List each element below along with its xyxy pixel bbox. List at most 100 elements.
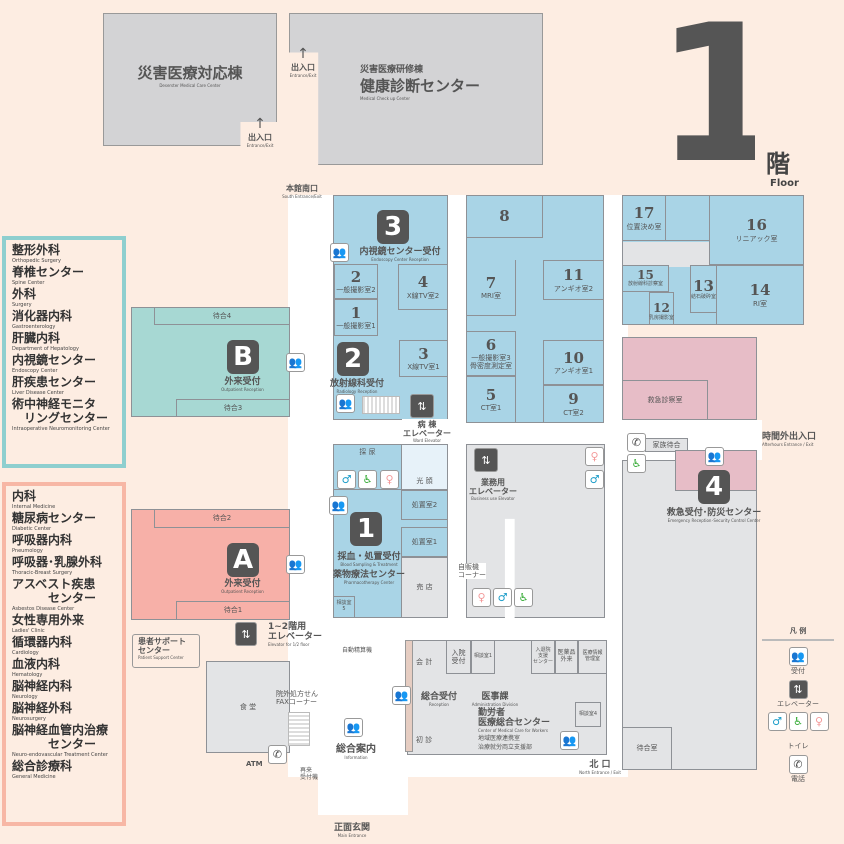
legend-title: 凡 例 — [789, 627, 807, 635]
north-entrance-label: 北 口 — [589, 760, 611, 770]
waiting-4[interactable]: 待合4 — [154, 307, 290, 325]
light-room[interactable]: 光 顔 — [401, 444, 448, 490]
department-name: 内科 — [12, 489, 37, 503]
male-toilet-icon: ♂ — [337, 470, 356, 489]
department-name: 呼吸器･乳腺外科 — [12, 555, 103, 569]
elevator-1-2-icon[interactable]: ⇅ — [235, 622, 257, 646]
zone-4-badge: 4 — [698, 470, 730, 504]
workers-medical-center: 勤労者 医療総合センター — [478, 708, 551, 728]
work-support-dept: 治療就労両立支援部 — [478, 744, 533, 751]
admission-support-center[interactable]: 入退院 支援 センター — [531, 640, 555, 674]
department-name: 血液内科 — [12, 657, 61, 671]
department-name-en: General Medicine — [12, 774, 56, 780]
shop[interactable]: 売 店 — [401, 557, 448, 618]
department-name-en: Orthopedic Surgery — [12, 258, 61, 264]
waiting-room[interactable]: 待合室 — [622, 727, 672, 770]
cashier[interactable]: 会 計 — [416, 658, 433, 666]
emergency-lobby — [622, 460, 757, 770]
room-label: 4 — [417, 273, 429, 292]
floor-en: Floor — [770, 178, 799, 189]
auto-payment-machine[interactable]: 自動精算機 — [342, 647, 373, 654]
fax-corner[interactable]: 院外処方せん FAXコーナー — [276, 690, 318, 706]
room-label: 処置室1 — [411, 537, 438, 546]
female-toilet-icon: ♀ — [380, 470, 399, 489]
treatment-room-1[interactable]: 処置室1 — [401, 527, 448, 557]
endoscopy-reception-en: Endoscopy Center Reception — [371, 257, 429, 262]
legend-phone: 電話 — [791, 775, 805, 783]
cafeteria[interactable]: 食 堂 — [206, 661, 290, 753]
reentry-kiosk[interactable]: 再来 受付機 — [300, 767, 319, 781]
emergency-reception-en: Emergency Reception･Security Control Cen… — [667, 518, 761, 523]
zone-1-badge: 1 — [350, 512, 382, 546]
administration-en: Administration Division — [471, 702, 519, 707]
room-8[interactable]: 8 — [466, 195, 543, 238]
waiting-1[interactable]: 待合1 — [176, 601, 290, 620]
ward-elevator-label: 病 棟 エレベーター — [403, 420, 451, 438]
department-name-en: Spine Center — [12, 280, 45, 286]
first-visit[interactable]: 初 診 — [416, 736, 433, 744]
atm[interactable]: ATM — [246, 760, 263, 768]
female-toilet-icon: ♀ — [472, 588, 491, 607]
room-label: X線TV室1 — [407, 363, 440, 372]
drug-outpatient[interactable]: 医薬品 外来 — [555, 640, 578, 674]
map-legend: 凡 例 👥 受付 ⇅ エレベーター ♂ ♿ ♀ トイレ ✆ 電話 — [762, 626, 834, 784]
outpatient-reception-b: 外来受付 — [224, 377, 261, 387]
business-elevator-icon[interactable]: ⇅ — [474, 448, 498, 472]
entrance-en: Entrance/Exit — [289, 73, 317, 78]
health-checkup-center: 健康診断センター — [360, 77, 481, 95]
consultation-room-5[interactable]: 相談室 5 — [333, 596, 355, 618]
room-label: 相談室 5 — [336, 600, 352, 612]
information-desk[interactable]: 総合案内 — [336, 744, 376, 755]
training-building — [289, 13, 543, 165]
department-name-en: Hematology — [12, 672, 43, 678]
department-name: アスベスト疾患 センター — [12, 577, 97, 605]
patient-support-en: Patient Support Center — [138, 655, 184, 660]
reception-icon: 👥 — [286, 353, 305, 372]
room-unlabeled — [665, 195, 710, 241]
waiting-2[interactable]: 待合2 — [154, 509, 290, 528]
consultation-room-4[interactable]: 相談室4 — [575, 702, 601, 727]
room-label: 3 — [418, 344, 429, 363]
department-name-en: Department of Hepatology — [12, 346, 79, 352]
consultation-room-1[interactable]: 相談室1 — [471, 640, 495, 674]
room-label: 医療情報 管理室 — [582, 650, 603, 662]
admission-reception[interactable]: 入院 受付 — [446, 640, 471, 674]
department-name: 脳神経血管内治療 センター — [12, 723, 109, 751]
emergency-exam-room[interactable]: 救急診察室 — [622, 380, 708, 420]
medical-info-room[interactable]: 医療情報 管理室 — [578, 640, 607, 674]
floor-number: 1 — [655, 0, 755, 195]
department-name-en: Asbestos Disease Center — [12, 606, 75, 612]
treatment-room-2[interactable]: 処置室2 — [401, 490, 448, 520]
room-label: 10 — [563, 348, 584, 367]
room-label: 14 — [749, 281, 771, 300]
reception-icon: 👥 — [705, 447, 724, 466]
room-label: 8 — [499, 206, 510, 225]
department-name-en: Liver Disease Center — [12, 390, 64, 396]
ward-elevator-icon[interactable]: ⇅ — [410, 394, 434, 418]
waiting-3[interactable]: 待合3 — [176, 399, 290, 417]
room-label: 待合4 — [212, 311, 232, 320]
pharmacotherapy-en: Pharmacotherapy Center — [343, 580, 395, 585]
